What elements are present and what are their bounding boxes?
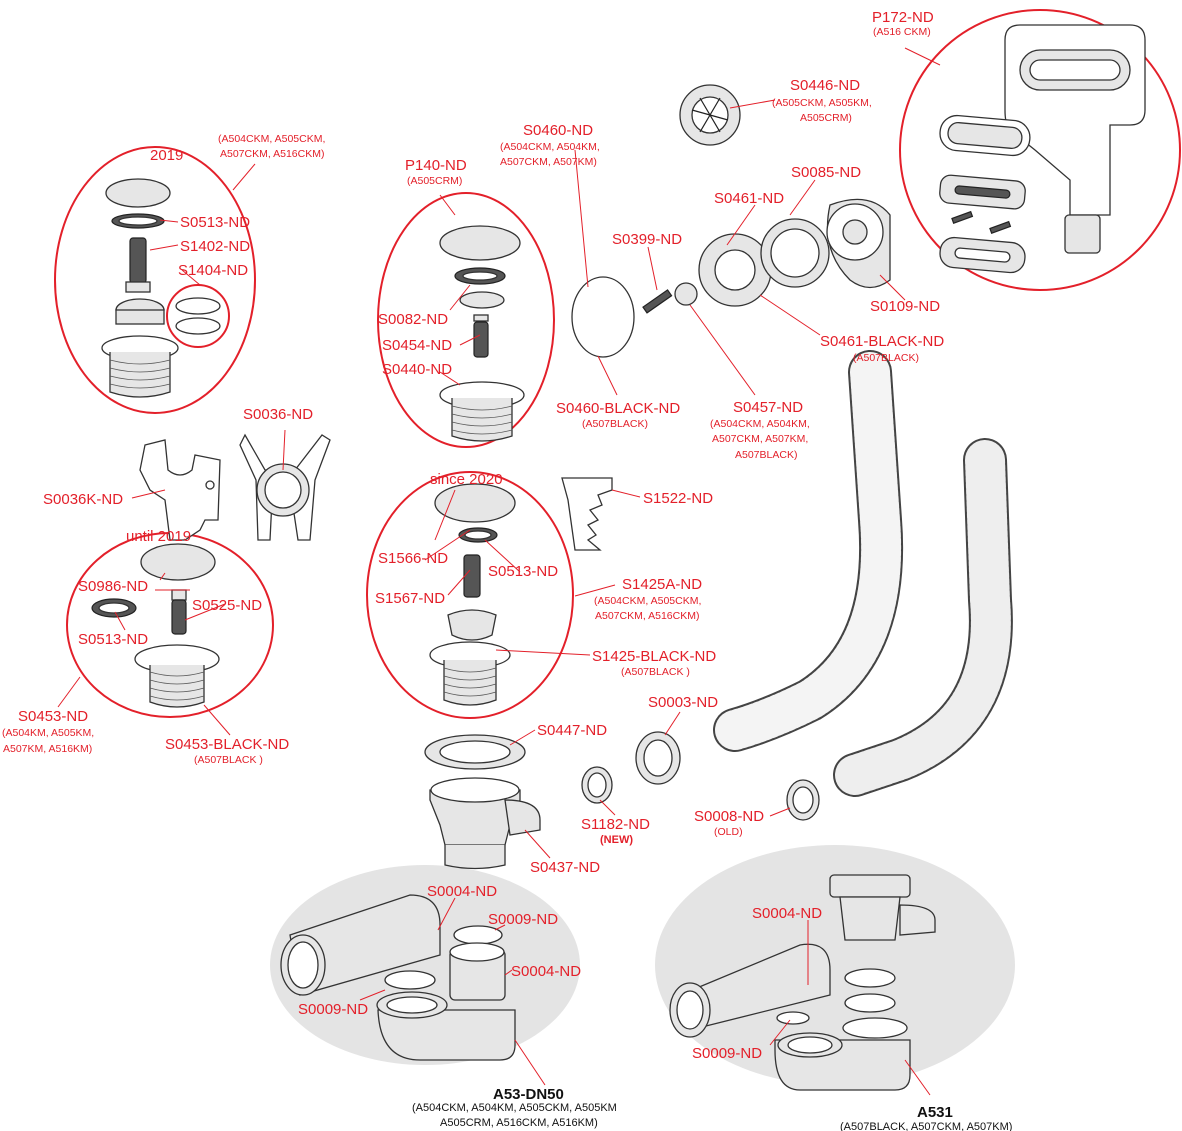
label-s0082: S0082-ND	[378, 311, 448, 328]
a531-panel	[655, 845, 1015, 1085]
group-since2020-outline	[366, 471, 574, 719]
label-s0004-b: S0004-ND	[511, 963, 581, 980]
label-p172-sub: (A516 CKM)	[873, 26, 931, 38]
a531-assembly	[669, 874, 936, 1091]
label-s0525: S0525-ND	[192, 597, 262, 614]
leader-lines	[57, 47, 941, 1096]
wrench-parts	[139, 433, 331, 541]
label-s0460-sub1: (A504CKM, A504KM,	[500, 141, 600, 153]
p140-parts	[439, 225, 525, 442]
label-s0457: S0457-ND	[733, 399, 803, 416]
label-s0446: S0446-ND	[790, 77, 860, 94]
label-a53-sub2: A505CRM, A516CKM, A516KM)	[440, 1117, 598, 1129]
label-p140-sub: (A505CRM)	[407, 175, 462, 187]
label-s0009-b: S0009-ND	[298, 1001, 368, 1018]
label-p140: P140-ND	[405, 157, 467, 174]
label-s0399: S0399-ND	[612, 231, 682, 248]
label-2019-sub1: (A504CKM, A505CKM,	[218, 133, 325, 145]
label-until2019: until 2019	[126, 528, 191, 545]
label-s0008-sub: (OLD)	[714, 826, 743, 838]
label-s0003: S0003-ND	[648, 694, 718, 711]
label-s1425a-sub2: A507CKM, A516CKM)	[595, 610, 699, 622]
trap-parts	[424, 731, 820, 870]
label-s0460: S0460-ND	[523, 122, 593, 139]
label-s0009-c: S0009-ND	[692, 1045, 762, 1062]
label-s1402: S1402-ND	[180, 238, 250, 255]
label-s1425a-sub1: (A504CKM, A505CKM,	[594, 595, 701, 607]
label-s0454: S0454-ND	[382, 337, 452, 354]
group-2019-outline	[54, 146, 256, 414]
2019-parts	[101, 178, 221, 398]
label-s0036k: S0036K-ND	[43, 491, 123, 508]
p172-parts	[939, 24, 1146, 274]
until2019-parts	[91, 543, 220, 708]
label-s0460-sub2: A507CKM, A507KM)	[500, 156, 597, 168]
label-2019-sub2: A507CKM, A516CKM)	[220, 148, 324, 160]
label-s0513-a: S0513-ND	[180, 214, 250, 231]
label-s0457-sub1: (A504CKM, A504KM,	[710, 418, 810, 430]
label-a531: A531	[917, 1104, 953, 1121]
label-s0461b-sub: (A507BLACK)	[853, 352, 919, 364]
label-s0513-c: S0513-ND	[488, 563, 558, 580]
label-s0453: S0453-ND	[18, 708, 88, 725]
hose-parts	[713, 350, 1013, 797]
label-s0004-c: S0004-ND	[752, 905, 822, 922]
label-s1425a: S1425A-ND	[622, 576, 702, 593]
label-s0440: S0440-ND	[382, 361, 452, 378]
label-s1567: S1567-ND	[375, 590, 445, 607]
label-s0004-a: S0004-ND	[427, 883, 497, 900]
label-s0447: S0447-ND	[537, 722, 607, 739]
group-p140-outline	[377, 192, 555, 448]
label-s0460b: S0460-BLACK-ND	[556, 400, 680, 417]
label-s0009-a: S0009-ND	[488, 911, 558, 928]
label-s1182-new: (NEW)	[600, 834, 633, 846]
label-s0513-b: S0513-ND	[78, 631, 148, 648]
label-s0457-sub2: A507CKM, A507KM,	[712, 433, 808, 445]
labels: P172-ND (A516 CKM) S0446-ND (A505CKM, A5…	[2, 9, 1012, 1131]
label-s0460b-sub: (A507BLACK)	[582, 418, 648, 430]
since2020-parts	[429, 477, 613, 706]
label-a53-sub1: (A504CKM, A504KM, A505CKM, A505KM	[412, 1102, 617, 1114]
a53-assembly	[280, 894, 516, 1061]
label-a531-sub: (A507BLACK, A507CKM, A507KM)	[840, 1121, 1012, 1131]
group-p172-outline	[899, 9, 1181, 291]
label-s0085: S0085-ND	[791, 164, 861, 181]
label-s0437: S0437-ND	[530, 859, 600, 876]
label-s1566: S1566-ND	[378, 550, 448, 567]
label-a53: A53-DN50	[493, 1086, 564, 1103]
label-s0986: S0986-ND	[78, 578, 148, 595]
label-s0453-sub2: A507KM, A516KM)	[3, 743, 92, 755]
label-p172: P172-ND	[872, 9, 934, 26]
label-s0446-sub2: A505CRM)	[800, 112, 852, 124]
label-s1425b-sub: (A507BLACK )	[621, 666, 690, 678]
label-since2020: since 2020	[430, 471, 503, 488]
label-s1425b: S1425-BLACK-ND	[592, 648, 716, 665]
label-s0453b-sub: (A507BLACK )	[194, 754, 263, 766]
label-s0453-sub1: (A504KM, A505KM,	[2, 727, 94, 739]
label-s0109: S0109-ND	[870, 298, 940, 315]
label-s0453b: S0453-BLACK-ND	[165, 736, 289, 753]
label-s0457-sub3: A507BLACK)	[735, 449, 797, 461]
label-s0036: S0036-ND	[243, 406, 313, 423]
label-s0446-sub1: (A505CKM, A505KM,	[772, 97, 872, 109]
label-2019: 2019	[150, 147, 183, 164]
label-s1182: S1182-ND	[581, 816, 650, 833]
label-s0461b: S0461-BLACK-ND	[820, 333, 944, 350]
label-s1522: S1522-ND	[643, 490, 713, 507]
label-s0008: S0008-ND	[694, 808, 764, 825]
label-s0461: S0461-ND	[714, 190, 784, 207]
label-s1404: S1404-ND	[178, 262, 248, 279]
overflow-parts	[571, 84, 891, 358]
s1404-highlight	[166, 284, 230, 348]
